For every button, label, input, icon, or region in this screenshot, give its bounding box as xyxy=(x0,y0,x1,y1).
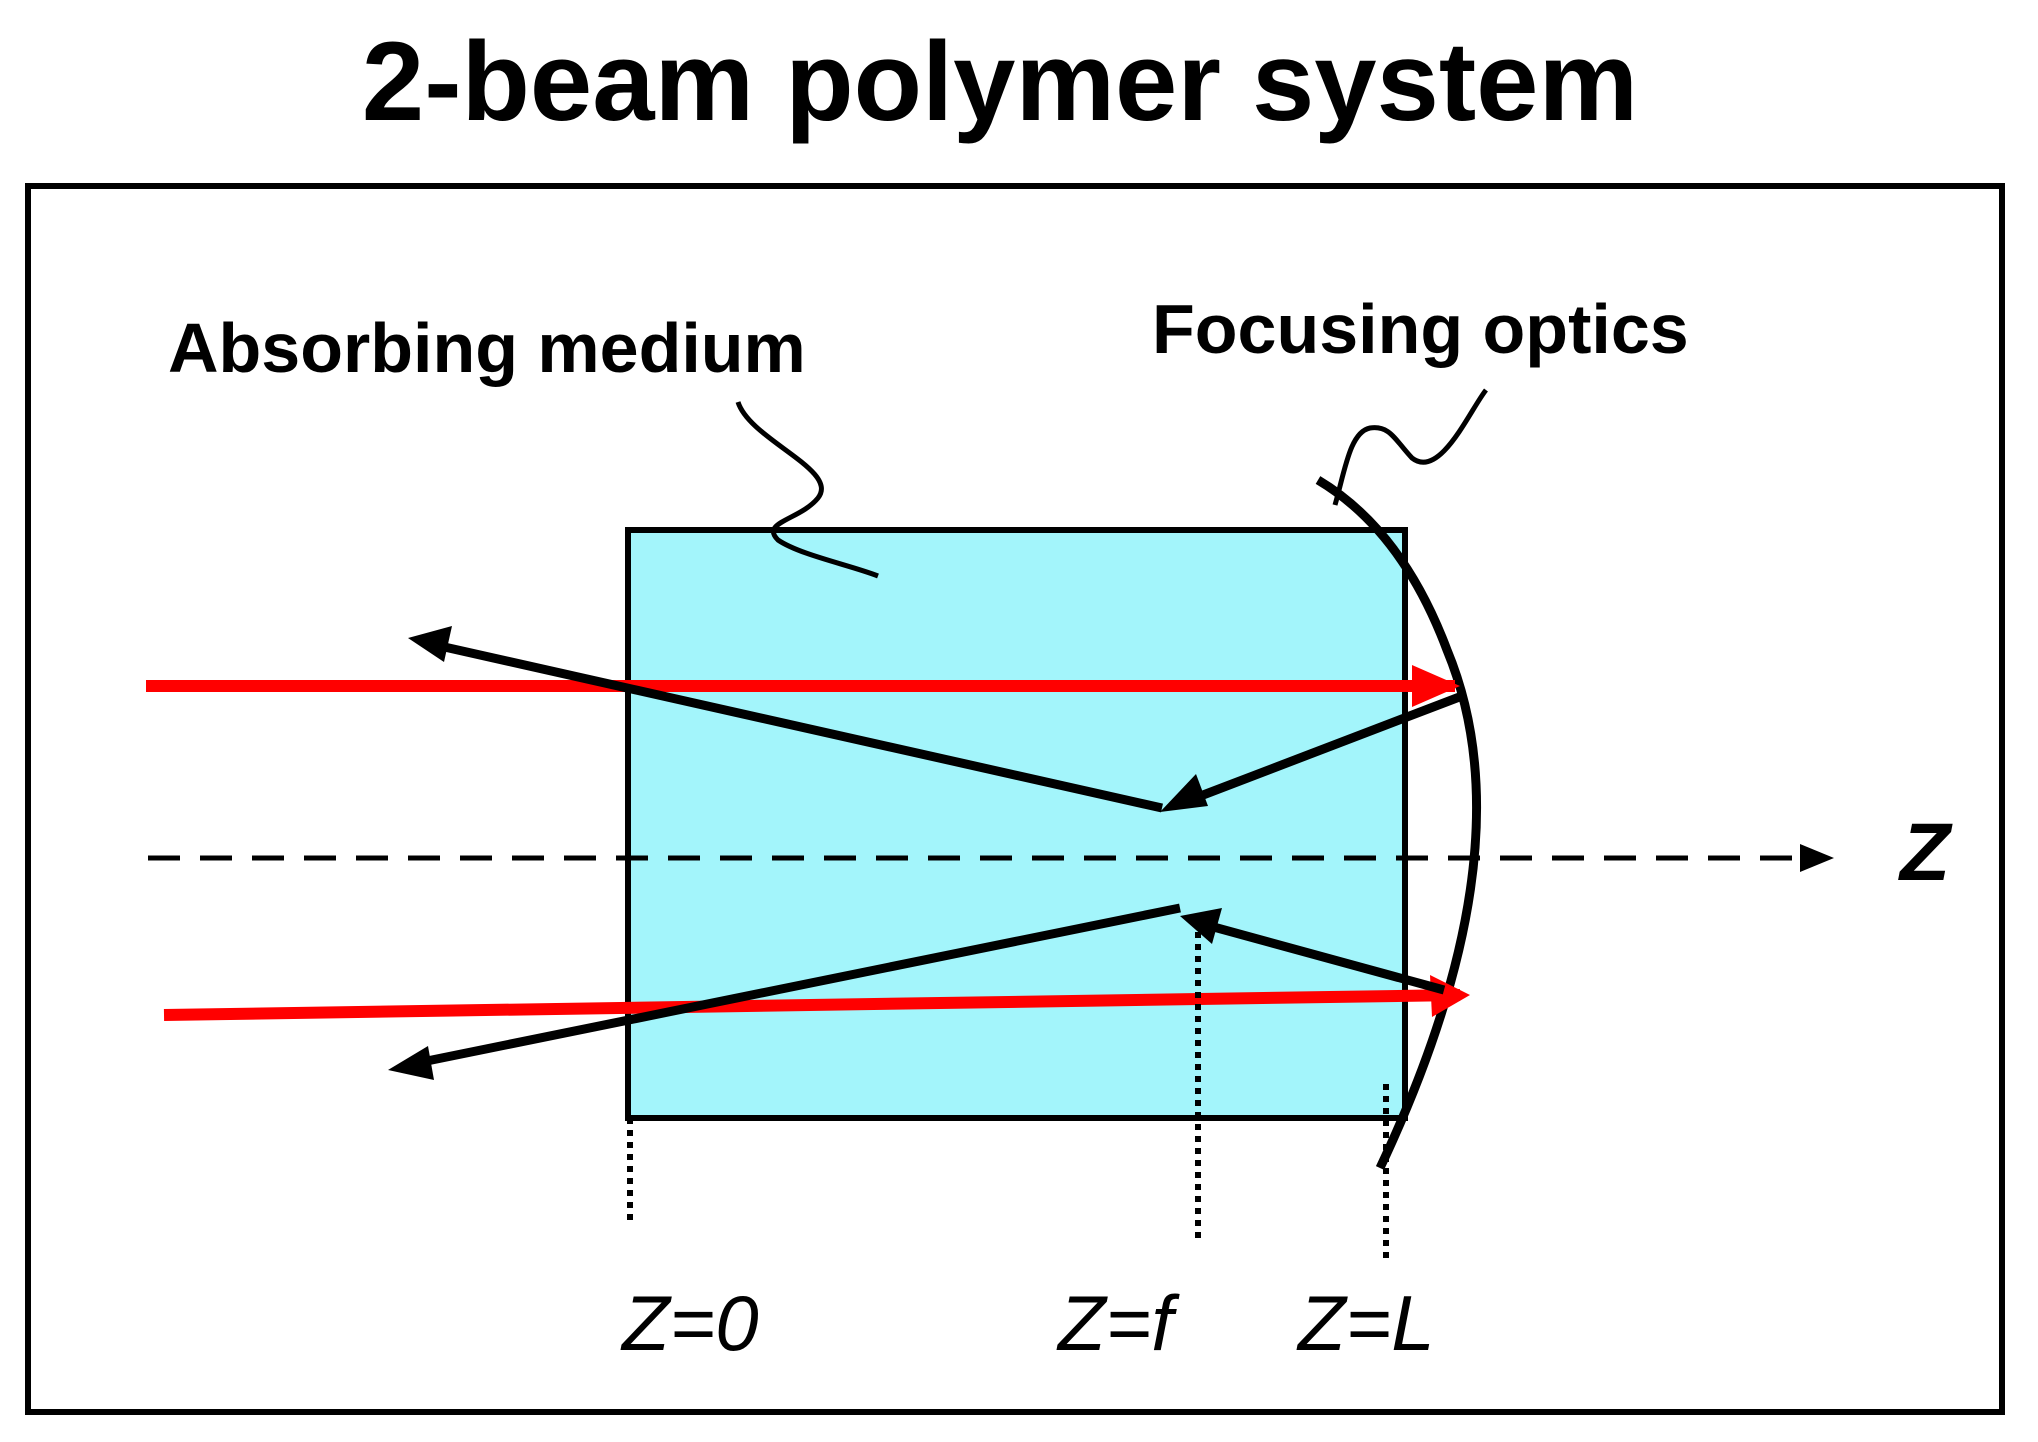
reflected-beam-upper-in xyxy=(1188,691,1464,805)
reflected-beam-lower-out xyxy=(421,903,1181,1067)
z-axis-label: Z xyxy=(1898,807,1953,898)
absorbing-medium-label: Absorbing medium xyxy=(168,309,806,387)
incoming-beam-lower xyxy=(163,989,1461,1021)
reflected-beam-upper-out-arrowhead xyxy=(408,626,452,662)
reflected-beam-lower-out-arrowhead xyxy=(388,1046,434,1080)
reflected-beam-upper-out xyxy=(439,641,1163,813)
focusing-optics-mirror xyxy=(1315,476,1481,1170)
focusing-optics-leader xyxy=(1332,388,1488,506)
label-zl: Z=L xyxy=(1296,1279,1435,1367)
reflected-beam-lower-in xyxy=(1208,921,1446,995)
outer-frame xyxy=(25,183,2005,1415)
label-zf: Z=f xyxy=(1056,1279,1180,1367)
reflected-beam-upper-in-arrowhead xyxy=(1160,774,1208,812)
label-z0: Z=0 xyxy=(620,1279,759,1367)
absorbing-medium-leader xyxy=(735,401,879,579)
incoming-beam-upper-arrowhead xyxy=(1412,665,1460,707)
z-axis-arrowhead xyxy=(1800,844,1834,872)
absorbing-medium-block xyxy=(625,527,1408,1121)
focusing-optics-label: Focusing optics xyxy=(1152,290,1689,368)
title: 2-beam polymer system xyxy=(362,19,1638,144)
